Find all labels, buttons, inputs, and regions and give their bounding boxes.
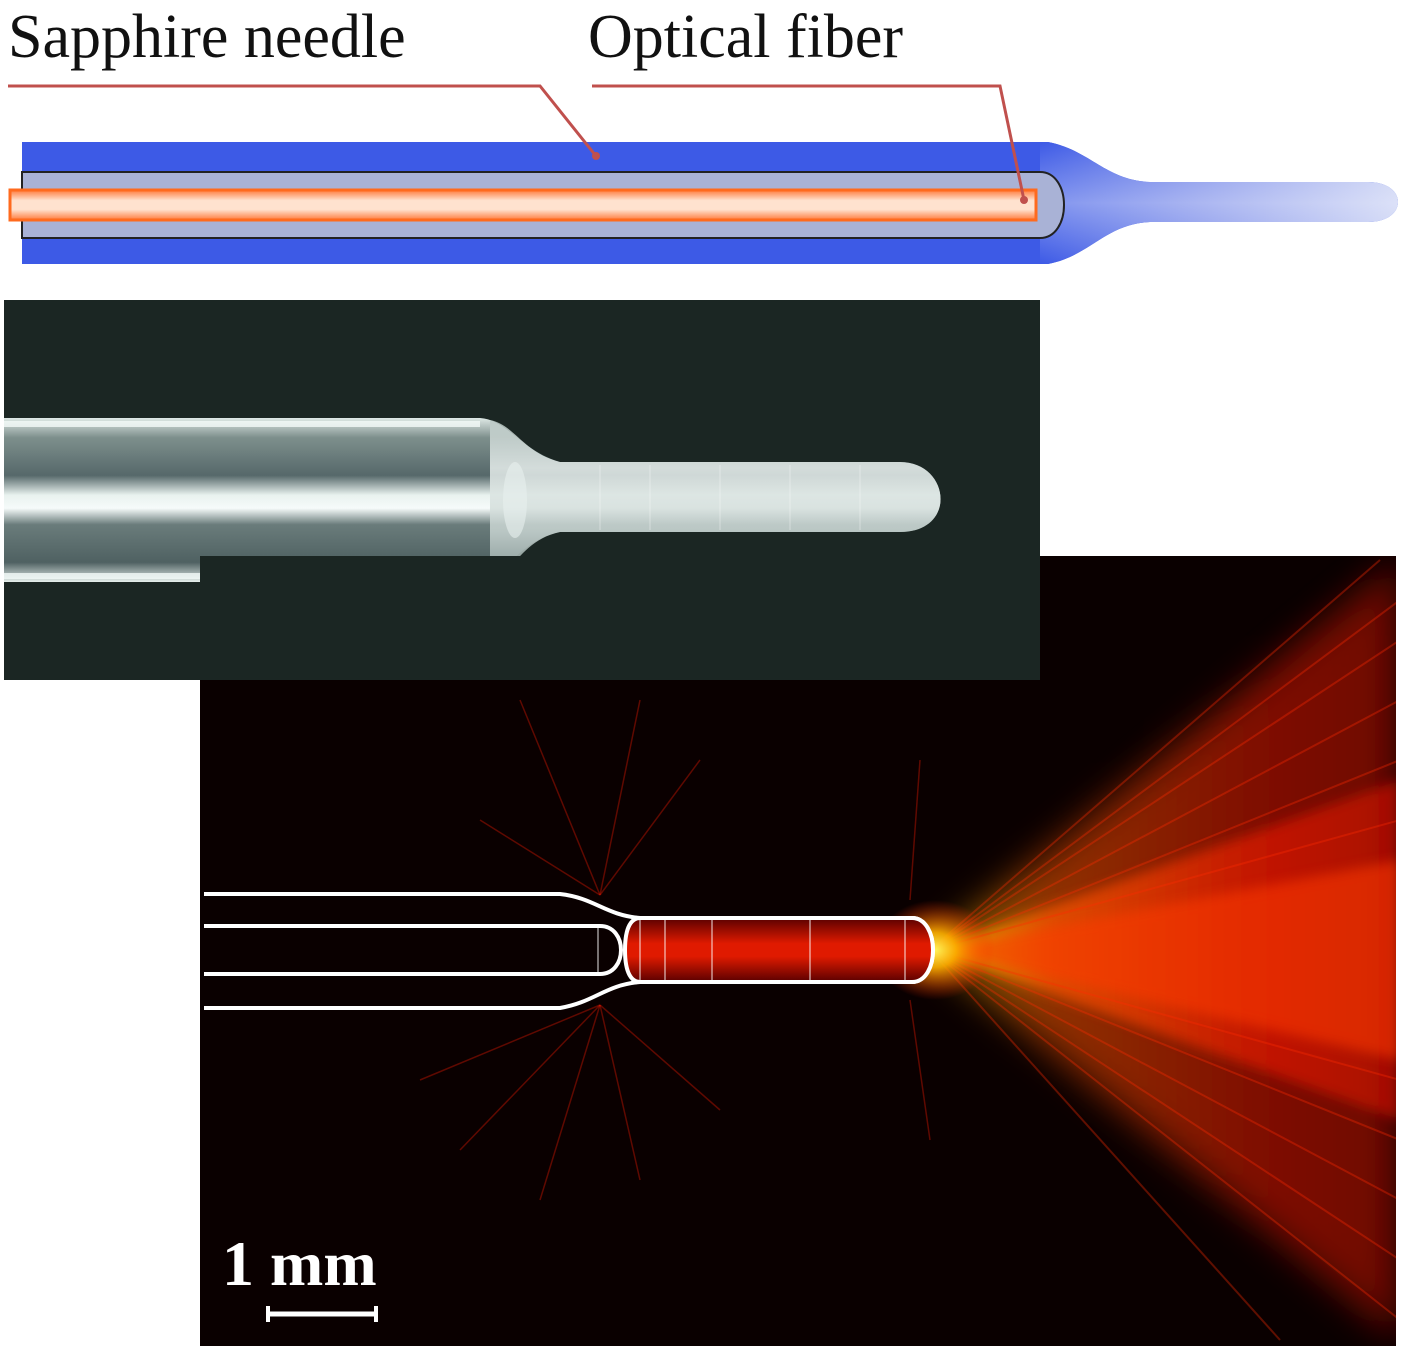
- light-distribution-simulation: [200, 556, 1396, 1346]
- scale-bar-unit: mm: [270, 1228, 377, 1299]
- photo-texture: [599, 465, 861, 530]
- fiber-leader-dot: [1020, 196, 1028, 204]
- fiber-leader-line: [592, 84, 1026, 201]
- scale-bar-value: 1: [222, 1228, 254, 1299]
- simulated-channel-outline: [204, 924, 623, 976]
- photo-needle-tip: [490, 420, 941, 580]
- sapphire-needle-label: Sapphire needle: [8, 3, 406, 71]
- tip-sheen: [1040, 142, 1398, 264]
- needle-schematic: [8, 84, 1398, 264]
- optical-fiber-label: Optical fiber: [588, 3, 904, 71]
- optical-fiber: [8, 188, 1038, 222]
- needle-leader-line: [8, 84, 598, 157]
- needle-leader-dot: [592, 152, 600, 160]
- lit-tip-interior: [625, 918, 933, 982]
- segment-lines: [597, 920, 906, 980]
- scatter-rays: [419, 699, 931, 1201]
- emitted-rays: [929, 559, 1396, 1341]
- photo-needle-shaft: [4, 418, 941, 582]
- scale-bar-label: 1 mm: [222, 1232, 377, 1296]
